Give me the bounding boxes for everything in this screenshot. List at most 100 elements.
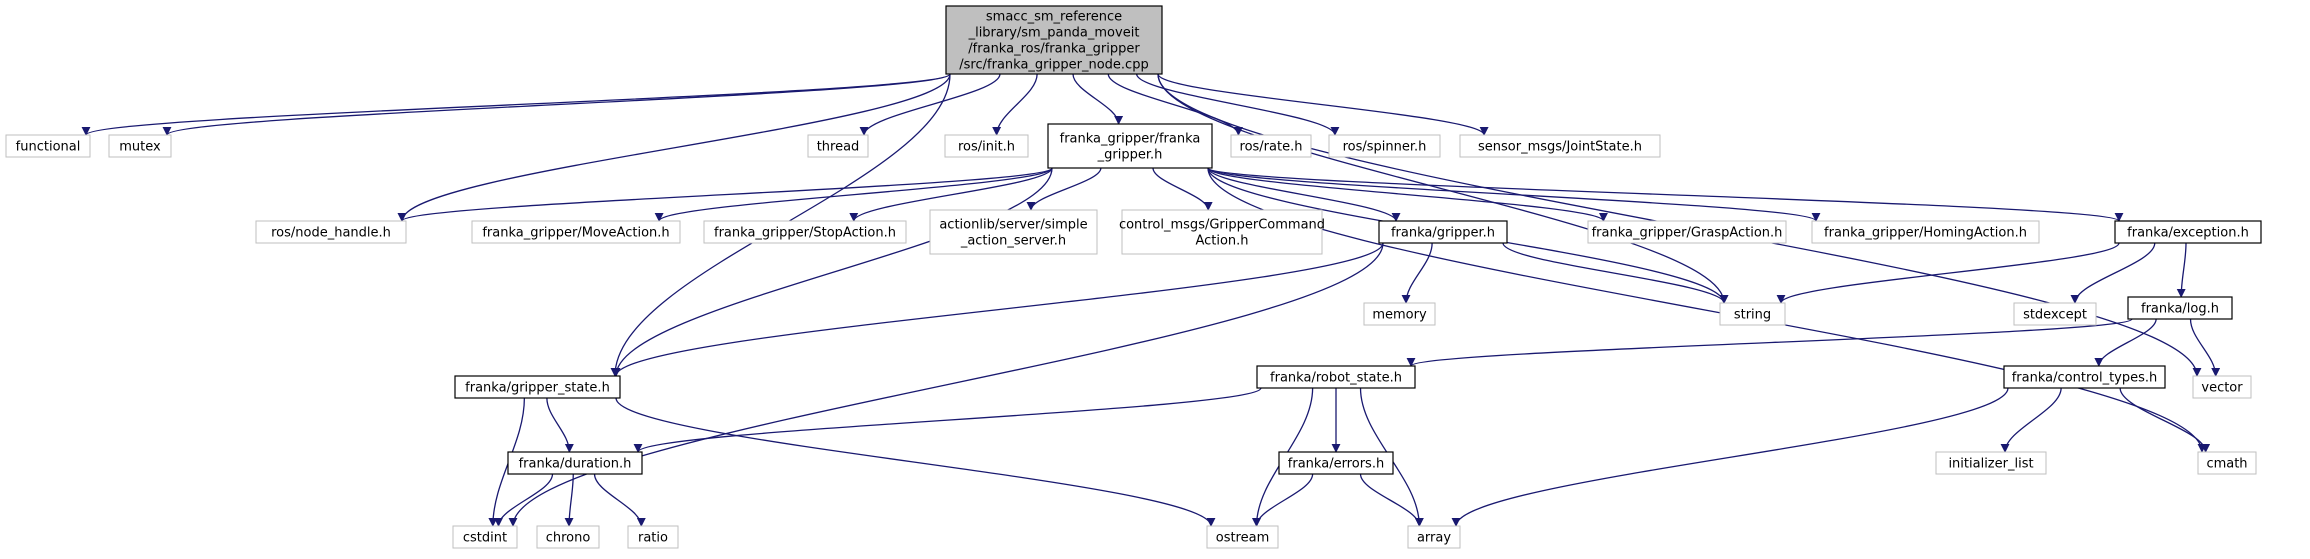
node-exception[interactable]: franka/exception.h xyxy=(2114,220,2262,244)
node-string-box xyxy=(1719,302,1786,326)
node-ros_init-label-0: ros/init.h xyxy=(958,140,1015,155)
node-main-box xyxy=(945,5,1163,75)
edge-gripper-to-gripper_state xyxy=(611,242,1384,377)
node-log-label-0: franka/log.h xyxy=(2141,302,2219,317)
node-array-label-0: array xyxy=(1417,531,1451,546)
node-homing_action-label-0: franka_gripper/HomingAction.h xyxy=(1824,226,2027,241)
node-action_server-label-1: _action_server.h xyxy=(960,234,1066,249)
node-gripper_command-box xyxy=(1121,209,1323,255)
node-main-label-0: smacc_sm_reference xyxy=(986,10,1122,25)
node-string: string xyxy=(1719,302,1786,326)
node-vector-box xyxy=(2192,375,2252,399)
node-joint_state-label-0: sensor_msgs/JointState.h xyxy=(1478,140,1642,155)
node-homing_action: franka_gripper/HomingAction.h xyxy=(1811,220,2040,244)
edge-franka_gripper_h-to-stop_action xyxy=(849,167,1053,222)
node-ostream-box xyxy=(1206,525,1279,549)
node-franka_gripper_h-label-0: franka_gripper/franka xyxy=(1060,132,1201,147)
edge-franka_gripper_h-to-gripper_state xyxy=(611,167,1053,377)
node-ros_spinner-label-0: ros/spinner.h xyxy=(1343,140,1427,155)
node-stop_action-label-0: franka_gripper/StopAction.h xyxy=(714,226,896,241)
node-ros_spinner: ros/spinner.h xyxy=(1328,134,1441,158)
edge-main-to-joint_state xyxy=(1157,73,1489,136)
node-duration-label-0: franka/duration.h xyxy=(519,457,632,472)
node-gripper_command-label-1: Action.h xyxy=(1195,234,1248,249)
node-joint_state-box xyxy=(1459,134,1661,158)
node-cmath: cmath xyxy=(2197,451,2257,475)
edge-control_types-to-cmath xyxy=(2119,387,2211,453)
edge-gripper-to-cstdint xyxy=(508,242,1384,527)
node-gripper-label-0: franka/gripper.h xyxy=(1391,226,1495,241)
node-memory: memory xyxy=(1363,302,1436,326)
node-ostream-label-0: ostream xyxy=(1216,531,1270,546)
node-move_action: franka_gripper/MoveAction.h xyxy=(471,220,681,244)
edge-main-to-ros_spinner xyxy=(1135,73,1340,136)
node-thread-box xyxy=(807,134,869,158)
node-array-box xyxy=(1407,525,1461,549)
node-string-label-0: string xyxy=(1734,308,1771,323)
node-gripper[interactable]: franka/gripper.h xyxy=(1378,220,1508,244)
node-mutex-box xyxy=(108,134,172,158)
edge-franka_gripper_h-to-grasp_action xyxy=(1207,167,1608,222)
node-node_handle-label-0: ros/node_handle.h xyxy=(271,226,391,241)
node-vector-label-0: vector xyxy=(2201,381,2243,396)
node-stdexcept-box xyxy=(2013,302,2097,326)
node-control_types[interactable]: franka/control_types.h xyxy=(2003,365,2166,389)
node-initializer_list-box xyxy=(1935,451,2047,475)
edge-franka_gripper_h-to-exception xyxy=(1207,167,2124,222)
node-franka_gripper_h-label-1: _gripper.h xyxy=(1097,148,1163,163)
node-grasp_action-box xyxy=(1587,220,1787,244)
edge-franka_gripper_h-to-move_action xyxy=(654,167,1053,222)
edge-exception-to-log xyxy=(2176,242,2187,298)
node-thread: thread xyxy=(807,134,869,158)
edge-main-to-franka_gripper_h xyxy=(1072,73,1124,125)
edge-log-to-vector xyxy=(2189,318,2221,377)
edges-layer xyxy=(81,73,2221,527)
node-memory-box xyxy=(1363,302,1436,326)
node-robot_state[interactable]: franka/robot_state.h xyxy=(1256,365,1416,389)
node-ratio-label-0: ratio xyxy=(638,531,668,546)
node-initializer_list-label-0: initializer_list xyxy=(1948,457,2033,472)
node-ostream: ostream xyxy=(1206,525,1279,549)
node-initializer_list: initializer_list xyxy=(1935,451,2047,475)
edge-errors-to-array xyxy=(1359,473,1424,527)
node-move_action-box xyxy=(471,220,681,244)
node-exception-box xyxy=(2114,220,2262,244)
edge-main-to-string xyxy=(1157,73,1729,304)
node-control_types-label-0: franka/control_types.h xyxy=(2012,371,2158,386)
node-control_types-box xyxy=(2003,365,2166,389)
node-move_action-label-0: franka_gripper/MoveAction.h xyxy=(482,226,669,241)
edge-gripper-to-memory xyxy=(1401,242,1433,304)
node-duration-box xyxy=(507,451,643,475)
node-action_server-box xyxy=(929,209,1098,255)
node-chrono-box xyxy=(536,525,600,549)
node-functional-box xyxy=(5,134,91,158)
node-grasp_action-label-0: franka_gripper/GraspAction.h xyxy=(1592,226,1783,241)
node-mutex-label-0: mutex xyxy=(119,140,161,155)
edge-exception-to-stdexcept xyxy=(2070,242,2156,304)
node-cstdint: cstdint xyxy=(452,525,518,549)
node-log[interactable]: franka/log.h xyxy=(2127,296,2233,320)
edge-main-to-ros_init xyxy=(992,73,1038,136)
node-chrono: chrono xyxy=(536,525,600,549)
node-franka_gripper_h[interactable]: franka_gripper/franka_gripper.h xyxy=(1047,123,1213,169)
node-main-label-2: /franka_ros/franka_gripper xyxy=(968,42,1140,57)
node-action_server-label-0: actionlib/server/simple xyxy=(939,218,1087,233)
node-errors[interactable]: franka/errors.h xyxy=(1278,451,1394,475)
edge-franka_gripper_h-to-node_handle xyxy=(397,167,1053,222)
node-exception-label-0: franka/exception.h xyxy=(2127,226,2249,241)
node-main[interactable]: smacc_sm_reference_library/sm_panda_move… xyxy=(945,5,1163,75)
edge-gripper-to-string xyxy=(1502,242,1729,304)
node-gripper_state[interactable]: franka/gripper_state.h xyxy=(454,375,621,399)
node-robot_state-box xyxy=(1256,365,1416,389)
node-ros_init: ros/init.h xyxy=(944,134,1029,158)
node-duration[interactable]: franka/duration.h xyxy=(507,451,643,475)
edge-log-to-control_types xyxy=(2094,318,2157,367)
node-log-box xyxy=(2127,296,2233,320)
node-functional-label-0: functional xyxy=(16,140,81,155)
node-gripper_state-box xyxy=(454,375,621,399)
edge-duration-to-cstdint xyxy=(494,473,554,527)
edge-franka_gripper_h-to-gripper xyxy=(1207,167,1401,222)
node-grasp_action: franka_gripper/GraspAction.h xyxy=(1587,220,1787,244)
edge-errors-to-ostream xyxy=(1252,473,1314,527)
